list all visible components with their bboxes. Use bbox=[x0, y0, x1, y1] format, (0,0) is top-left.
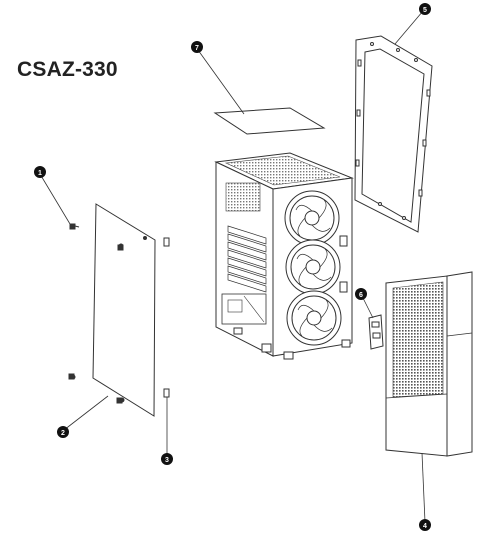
callout-7: 7 bbox=[191, 41, 203, 53]
leader-line-6 bbox=[361, 295, 374, 319]
callout-3-label: 3 bbox=[165, 457, 169, 464]
leader-line-1 bbox=[39, 173, 71, 225]
thumb-screws bbox=[68, 223, 124, 404]
right-panel-frame bbox=[354, 35, 433, 233]
callout-4: 4 bbox=[419, 519, 431, 531]
case-chassis bbox=[214, 152, 354, 360]
callout-1: 1 bbox=[34, 166, 46, 178]
callout-3: 3 bbox=[161, 453, 173, 465]
small-bracket bbox=[368, 314, 384, 350]
front-panel bbox=[385, 271, 473, 457]
standoff-screw bbox=[163, 237, 170, 398]
left-side-panel bbox=[70, 203, 156, 417]
callout-5-label: 5 bbox=[423, 7, 427, 14]
top-dust-filter bbox=[213, 107, 326, 135]
leader-line-5 bbox=[394, 10, 424, 45]
callout-6-label: 6 bbox=[359, 292, 363, 299]
callout-2-label: 2 bbox=[61, 430, 65, 437]
callout-7-label: 7 bbox=[195, 45, 199, 52]
callout-6: 6 bbox=[355, 288, 367, 300]
model-title: CSAZ-330 bbox=[17, 58, 118, 81]
leader-line-7 bbox=[197, 49, 245, 115]
leader-line-2 bbox=[63, 395, 109, 431]
callout-2: 2 bbox=[57, 426, 69, 438]
callout-1-label: 1 bbox=[38, 170, 42, 177]
leader-line-4 bbox=[421, 452, 426, 523]
callout-4-label: 4 bbox=[423, 523, 427, 530]
callout-5: 5 bbox=[419, 3, 431, 15]
